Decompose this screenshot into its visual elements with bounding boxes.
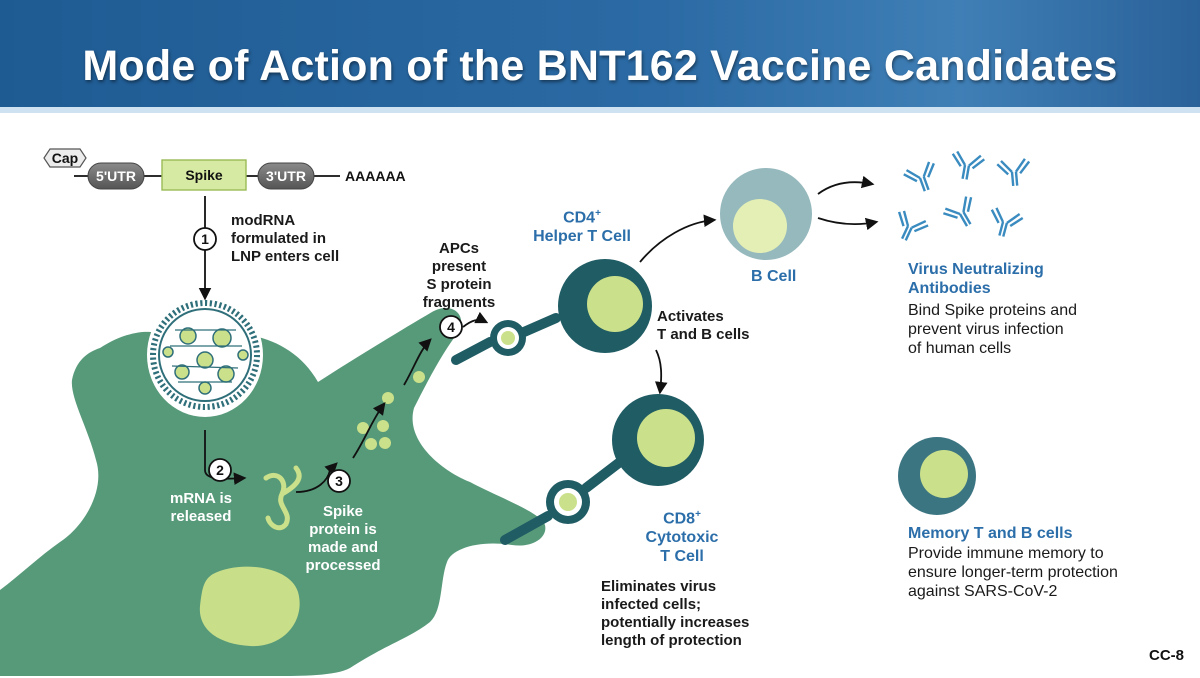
step-4-line: fragments xyxy=(422,294,496,311)
step-4-line: present xyxy=(431,258,487,275)
cd4-superscript: + xyxy=(595,208,601,219)
cd8-name: CD8 xyxy=(663,510,696,528)
cd8-line-2: Cytotoxic xyxy=(645,529,719,547)
eliminates-line: potentially increases xyxy=(601,614,750,631)
cd4-label: CD4+ Helper T Cell xyxy=(517,204,647,246)
step-3-line: protein is xyxy=(309,521,377,538)
utr5-label: 5'UTR xyxy=(96,168,136,184)
step-2-number: 2 xyxy=(216,462,224,478)
mrna-construct xyxy=(43,148,340,191)
polya-label: AAAAAA xyxy=(345,168,406,184)
step-3-line: processed xyxy=(305,557,381,574)
mrna-strand xyxy=(263,465,302,531)
memory-heading: Memory T and B cells xyxy=(908,525,1073,542)
antibodies-heading-line: Virus Neutralizing xyxy=(908,261,1044,278)
step-markers xyxy=(193,227,463,493)
memory-cell xyxy=(898,437,976,515)
antibodies-heading-line: Antibodies xyxy=(908,280,991,297)
nucleus xyxy=(199,566,300,647)
slide-title: Mode of Action of the BNT162 Vaccine Can… xyxy=(82,42,1118,90)
apc-synapse-cd8 xyxy=(500,457,625,545)
step-3-line: made and xyxy=(307,539,379,556)
step-4-number: 4 xyxy=(447,319,455,335)
eliminates-text: Eliminates virus infected cells; potenti… xyxy=(601,578,749,650)
memory-desc-line: ensure longer-term protection xyxy=(908,564,1118,581)
activates-line: Activates xyxy=(657,308,724,325)
antibodies-desc-line: Bind Spike proteins and xyxy=(908,302,1077,319)
step-1-line: modRNA xyxy=(231,212,296,229)
activates-line: T and B cells xyxy=(657,326,750,343)
step-2-line: released xyxy=(170,508,232,525)
antibodies xyxy=(888,149,1033,248)
lnp-particle xyxy=(150,300,260,410)
memory-desc-line: against SARS-CoV-2 xyxy=(908,583,1058,600)
eliminates-line: Eliminates virus xyxy=(601,578,717,595)
step-3-text: Spike protein is made and processed xyxy=(298,503,388,575)
step-1-text: modRNA formulated in LNP enters cell xyxy=(231,212,339,266)
b-cell xyxy=(720,168,812,260)
cd8-superscript: + xyxy=(695,509,701,520)
cd8-line-1: CD8+ xyxy=(622,505,742,528)
antibodies-desc-line: of human cells xyxy=(908,340,1012,357)
cd8-line-3: T Cell xyxy=(660,548,704,566)
cd8-label: CD8+ Cytotoxic T Cell xyxy=(622,505,742,566)
utr3-label: 3'UTR xyxy=(266,168,306,184)
eliminates-line: length of protection xyxy=(601,632,742,649)
antibodies-description: Bind Spike proteins and prevent virus in… xyxy=(908,301,1077,358)
cd4-name: CD4 xyxy=(563,209,596,227)
step-4-line: APCs xyxy=(438,240,479,257)
step-3-line: Spike xyxy=(322,503,364,520)
step-1-line: LNP enters cell xyxy=(231,248,340,265)
antibodies-heading: Virus Neutralizing Antibodies xyxy=(908,260,1044,298)
step-4-line: S protein xyxy=(426,276,492,293)
host-cell xyxy=(0,308,546,676)
header-banner: Mode of Action of the BNT162 Vaccine Can… xyxy=(0,0,1200,113)
header-strip xyxy=(0,107,1200,113)
cap-label: Cap xyxy=(52,150,78,166)
step-1-number: 1 xyxy=(201,231,209,247)
step-3-number: 3 xyxy=(335,473,343,489)
b-cell-label: B Cell xyxy=(751,268,797,285)
step-4-text: APCs present S protein fragments xyxy=(414,240,504,312)
activates-text: Activates T and B cells xyxy=(657,308,750,344)
step-2-text: mRNA is released xyxy=(158,490,244,526)
cd4-line-1: CD4+ xyxy=(517,204,647,227)
spike-label: Spike xyxy=(185,167,223,183)
spike-protein-dots xyxy=(357,371,425,450)
slide-number: CC-8 xyxy=(1148,647,1184,664)
step-2-line: mRNA is xyxy=(170,490,232,507)
apc-synapse-cd4 xyxy=(451,313,561,365)
cd4-line-2: Helper T Cell xyxy=(533,228,631,246)
memory-description: Provide immune memory to ensure longer-t… xyxy=(908,544,1118,601)
memory-desc-line: Provide immune memory to xyxy=(908,545,1104,562)
step-1-line: formulated in xyxy=(231,230,327,247)
cd8-t-cell xyxy=(612,394,704,486)
antibodies-desc-line: prevent virus infection xyxy=(908,321,1064,338)
cd4-t-cell xyxy=(558,259,652,353)
eliminates-line: infected cells; xyxy=(601,596,702,613)
